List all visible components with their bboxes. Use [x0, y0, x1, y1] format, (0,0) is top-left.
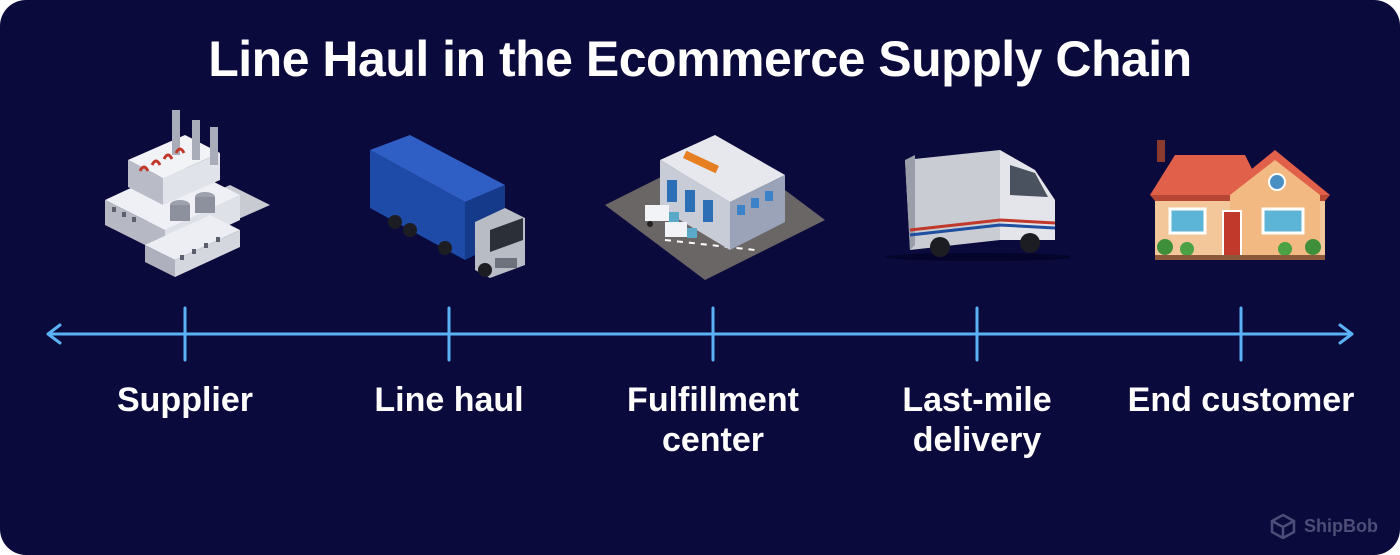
shipbob-logo-icon [1270, 513, 1296, 539]
page-title: Line Haul in the Ecommerce Supply Chain [208, 31, 1192, 87]
left-arrow-icon [46, 323, 62, 345]
stage-label-line-haul: Line haul [374, 381, 524, 419]
stage-label-end-customer: End customer [1127, 381, 1355, 419]
delivery-van-icon [885, 150, 1070, 261]
stage-label-last-mile-delivery: Last-mile delivery [902, 381, 1052, 459]
brand-name: ShipBob [1304, 515, 1378, 536]
stage-label-supplier: Supplier [116, 381, 254, 419]
semi-truck-icon [370, 135, 525, 278]
warehouse-icon [605, 135, 825, 280]
brand-logo: ShipBob [1270, 513, 1378, 539]
house-icon [1150, 140, 1330, 260]
right-arrow-icon [1338, 323, 1354, 345]
factory-icon [105, 110, 270, 277]
stage-label-fulfillment-center: Fulfillment center [627, 381, 799, 459]
